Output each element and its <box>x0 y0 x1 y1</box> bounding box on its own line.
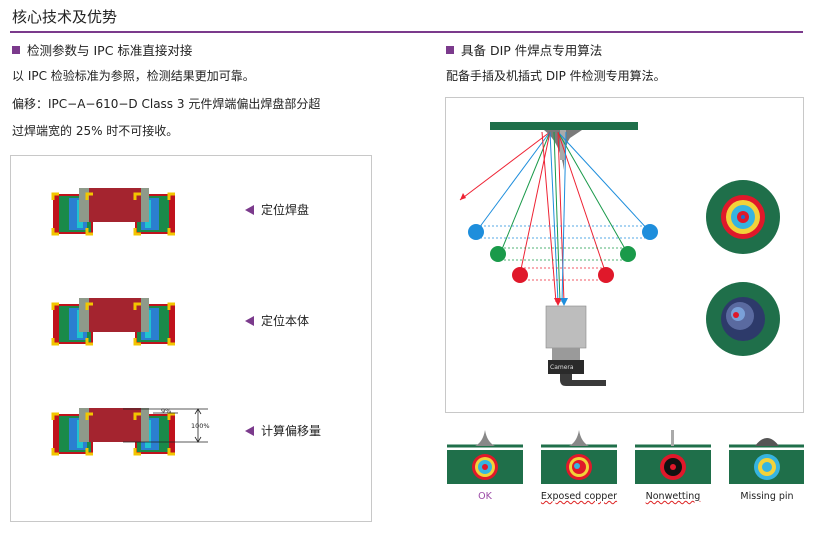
offset-diagram <box>51 186 208 456</box>
right-section-heading: 具备 DIP 件焊点专用算法 <box>446 40 602 59</box>
chip-2 <box>51 296 177 346</box>
solder-cases: OK Exposed copper Nonwetting Missing pin <box>447 428 805 518</box>
step-label: 定位本体 <box>261 314 310 328</box>
chip-3 <box>51 406 208 456</box>
case-label-text: Exposed copper <box>540 491 618 502</box>
left-line-3: 过焊端宽的 25% 时不可接收。 <box>12 124 179 138</box>
measure-small-label: 9% <box>161 407 172 415</box>
triangle-left-icon <box>245 316 254 326</box>
left-line-1: 以 IPC 检验标准为参照，检测结果更加可靠。 <box>12 69 255 83</box>
title-divider <box>10 31 803 33</box>
offset-diagram-panel: 9% 100% 定位焊盘 定位本体 计算偏移量 <box>10 155 372 522</box>
triangle-left-icon <box>245 205 254 215</box>
chip-1 <box>51 186 177 236</box>
triangle-left-icon <box>245 426 254 436</box>
dip-diagram-panel: Camera <box>445 97 804 413</box>
step-label: 定位焊盘 <box>261 203 310 217</box>
right-line: 配备手插及机插式 DIP 件检测专用算法。 <box>446 69 666 83</box>
step-label: 计算偏移量 <box>261 424 322 438</box>
step-locate-pad: 定位焊盘 <box>245 201 309 218</box>
left-line-2: 偏移：IPC−A−610−D Class 3 元件焊端偏出焊盘部分超 <box>12 97 321 111</box>
right-heading-text: 具备 DIP 件焊点专用算法 <box>461 43 603 58</box>
solder-case-tiles <box>447 430 805 484</box>
case-label-text: Nonwetting <box>645 491 701 502</box>
dip-diagram <box>459 122 780 386</box>
left-heading-text: 检测参数与 IPC 标准直接对接 <box>27 43 193 58</box>
case-missing-pin-label: Missing pin <box>740 491 794 502</box>
case-ok-label: OK <box>478 491 492 502</box>
square-bullet-icon <box>12 46 20 54</box>
measure-big-label: 100% <box>191 422 210 430</box>
page-title: 核心技术及优势 <box>12 8 118 26</box>
step-locate-body: 定位本体 <box>245 312 309 329</box>
step-calc-offset: 计算偏移量 <box>245 422 321 439</box>
left-section-heading: 检测参数与 IPC 标准直接对接 <box>12 40 192 59</box>
case-nonwetting-label: Nonwetting <box>627 491 719 502</box>
camera-label: Camera <box>550 364 574 371</box>
case-exposed-copper-label: Exposed copper <box>533 491 625 502</box>
square-bullet-icon <box>446 46 454 54</box>
